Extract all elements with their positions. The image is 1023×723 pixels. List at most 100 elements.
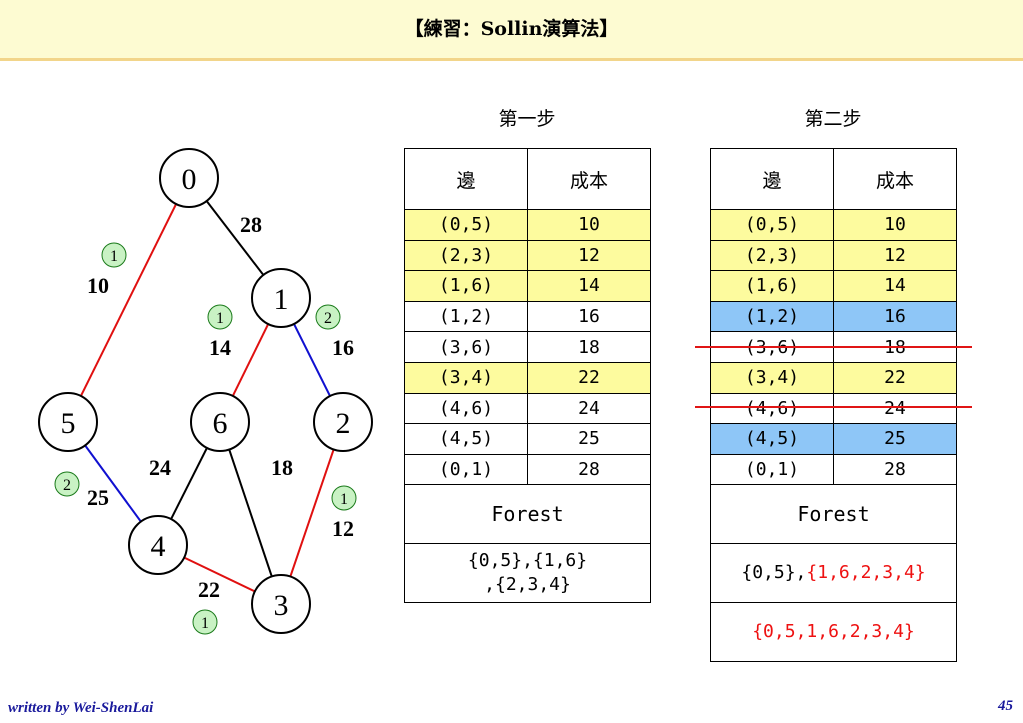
forest-label: Forest — [404, 484, 651, 545]
forest-black-part: {0,5}, — [741, 562, 807, 584]
table-row: (0,5)10 — [710, 209, 957, 241]
node-0: 0 — [159, 148, 219, 208]
cost-cell: 24 — [527, 392, 651, 425]
forest-final-row: {0,5,1,6,2,3,4} — [710, 602, 957, 663]
table-row: (4,5)25 — [710, 423, 957, 455]
cost-cell: 10 — [527, 209, 651, 241]
node-1: 1 — [251, 268, 311, 328]
step-badge-5-4: 2 — [54, 471, 80, 497]
table-row: (1,2)16 — [710, 300, 957, 333]
node-4: 4 — [128, 515, 188, 575]
step2-label: 第二步 — [804, 108, 862, 130]
weight-label-0-5: 10 — [87, 273, 109, 298]
forest-label: Forest — [710, 484, 957, 545]
table-row: (4,5)25 — [404, 423, 651, 455]
cost-cell: 25 — [527, 423, 651, 455]
header-edge: 邊 — [404, 148, 528, 210]
cost-cell: 12 — [833, 239, 957, 272]
title-bar: 【練習：Sollin演算法】 — [0, 0, 1023, 61]
weight-label-1-2: 16 — [332, 335, 354, 360]
table-row: (4,6)24 — [710, 392, 957, 425]
cost-cell: 25 — [833, 423, 957, 455]
strike-line-4-6 — [695, 406, 972, 408]
svg-text:1: 1 — [201, 615, 209, 632]
forest-line-1: {0,5},{1,6} — [467, 550, 588, 572]
edge-cell: (4,5) — [404, 423, 528, 455]
cost-cell: 22 — [833, 361, 957, 394]
step-badge-4-3: 1 — [192, 609, 218, 635]
page-title: 【練習：Sollin演算法】 — [404, 18, 619, 40]
forest-line-2: ,{2,3,4} — [484, 574, 571, 596]
page-number: 45 — [998, 698, 1013, 714]
node-2: 2 — [313, 392, 373, 452]
cost-cell: 16 — [833, 300, 957, 333]
forest-value: {0,5},{1,6} ,{2,3,4} — [404, 543, 651, 604]
strike-line-3-6 — [695, 346, 972, 348]
cost-cell: 16 — [527, 300, 651, 333]
edge-cell: (4,6) — [710, 392, 834, 425]
table-row: (0,1)28 — [404, 453, 651, 486]
edge-2-3 — [280, 421, 344, 605]
weight-label-5-4: 25 — [87, 485, 109, 510]
edge-cell: (0,1) — [404, 453, 528, 486]
table-row: (3,4)22 — [404, 361, 651, 394]
edge-cell: (2,3) — [710, 239, 834, 272]
weight-label-6-4: 24 — [149, 455, 171, 480]
edge-cell: (3,4) — [404, 361, 528, 394]
edge-cell: (1,2) — [710, 300, 834, 333]
weight-label-4-3: 22 — [198, 577, 220, 602]
step-badge-1-6: 1 — [207, 304, 233, 330]
weight-label-0-1: 28 — [240, 212, 262, 237]
node-6: 6 — [190, 392, 250, 452]
weight-label-1-6: 14 — [209, 335, 231, 360]
edge-cell: (1,6) — [404, 270, 528, 302]
edge-0-5 — [67, 177, 190, 423]
node-3: 3 — [251, 574, 311, 634]
step1-header-row: 邊 成本 — [404, 148, 651, 210]
edge-cell: (0,1) — [710, 453, 834, 486]
edge-cell: (4,5) — [710, 423, 834, 455]
step1-table: 邊 成本 (0,5)10 (2,3)12 (1,6)14 (1,2)16 (3,… — [404, 148, 651, 604]
cost-cell: 14 — [833, 270, 957, 302]
table-row: (0,1)28 — [710, 453, 957, 486]
svg-text:1: 1 — [110, 248, 118, 265]
cost-cell: 18 — [527, 331, 651, 363]
svg-text:1: 1 — [216, 310, 224, 327]
svg-text:1: 1 — [274, 283, 289, 316]
step-badge-0-5: 1 — [101, 242, 127, 268]
step2-header-row: 邊 成本 — [710, 148, 957, 210]
cost-cell: 28 — [527, 453, 651, 486]
edge-cell: (3,4) — [710, 361, 834, 394]
svg-text:1: 1 — [340, 491, 348, 508]
table-row: (0,5)10 — [404, 209, 651, 241]
table-row: (1,6)14 — [404, 270, 651, 302]
edge-cell: (1,6) — [710, 270, 834, 302]
forest-final: {0,5,1,6,2,3,4} — [710, 602, 957, 663]
cost-cell: 14 — [527, 270, 651, 302]
forest-label-row: Forest — [404, 484, 651, 545]
svg-text:5: 5 — [61, 407, 76, 440]
edge-cell: (3,6) — [404, 331, 528, 363]
graph-diagram: 0 1 2 3 4 5 6 28 10 16 14 25 24 18 12 22… — [38, 148, 373, 635]
cost-cell: 12 — [527, 239, 651, 272]
table-row: (3,4)22 — [710, 361, 957, 394]
header-cost: 成本 — [527, 148, 651, 210]
svg-text:3: 3 — [274, 589, 289, 622]
forest-value-row: {0,5},{1,6} ,{2,3,4} — [404, 543, 651, 604]
edge-cell: (4,6) — [404, 392, 528, 425]
table-row: (2,3)12 — [710, 239, 957, 272]
table-row: (3,6)18 — [404, 331, 651, 363]
edge-cell: (0,5) — [404, 209, 528, 241]
weight-label-6-3: 18 — [271, 455, 293, 480]
cost-cell: 10 — [833, 209, 957, 241]
step-badge-2-3: 1 — [331, 485, 357, 511]
cost-cell: 24 — [833, 392, 957, 425]
weight-label-2-3: 12 — [332, 516, 354, 541]
header-cost: 成本 — [833, 148, 957, 210]
edge-6-3 — [219, 421, 282, 605]
svg-text:6: 6 — [213, 407, 228, 440]
step1-label: 第一步 — [498, 108, 556, 130]
svg-text:2: 2 — [324, 310, 332, 327]
svg-text:0: 0 — [182, 163, 197, 196]
svg-text:4: 4 — [151, 530, 166, 563]
